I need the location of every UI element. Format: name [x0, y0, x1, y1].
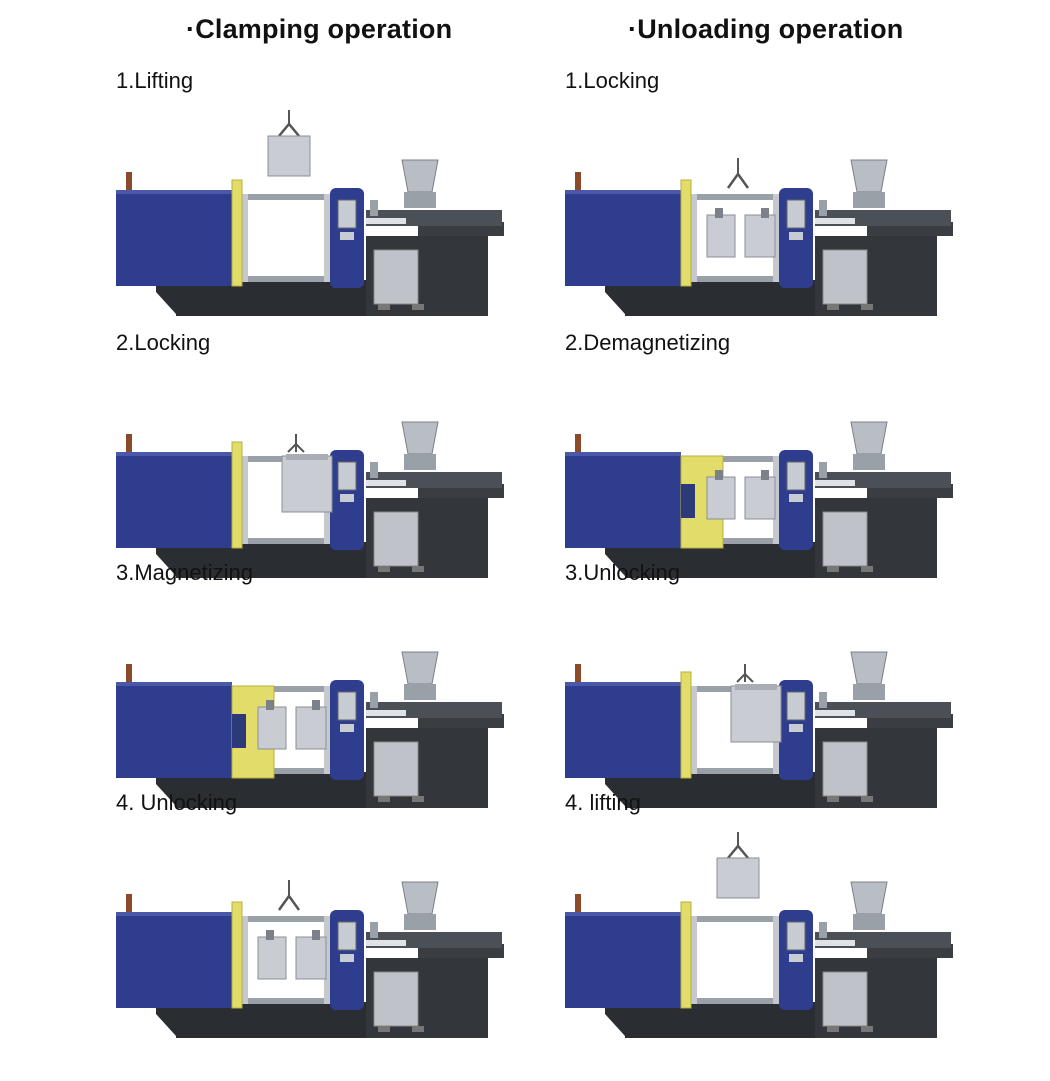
- clamping-step-2: 2.Locking: [116, 330, 516, 578]
- mold-halves: [706, 208, 776, 258]
- unloading-step-4: 4. lifting: [565, 790, 965, 1038]
- injection-machine-illustration: [116, 594, 516, 824]
- column-title-unloading: ·Unloading operation: [628, 14, 904, 44]
- mold-halves: [706, 470, 776, 520]
- unloading-step-3: 3.Unlocking: [565, 560, 965, 808]
- step-label: 4. Unlocking: [116, 790, 238, 815]
- clamping-step-1: 1.Lifting: [116, 68, 516, 316]
- step-label: 4. lifting: [565, 790, 641, 815]
- unloading-step-1: 1.Locking: [565, 68, 965, 316]
- injection-machine-illustration: [116, 102, 516, 332]
- injection-machine-illustration: [116, 824, 516, 1054]
- hook: [277, 880, 301, 911]
- hook: [726, 158, 750, 189]
- clamping-step-4: 4. Unlocking: [116, 790, 516, 1038]
- injection-machine-illustration: [116, 364, 516, 594]
- mold-hanging: [730, 664, 782, 743]
- step-label: 3.Unlocking: [565, 560, 680, 585]
- step-label: 1.Locking: [565, 68, 660, 93]
- unloading-step-2: 2.Demagnetizing: [565, 330, 965, 578]
- mold-lifted: [267, 110, 311, 177]
- step-label: 3.Magnetizing: [116, 560, 253, 585]
- mold-halves: [257, 700, 327, 750]
- injection-machine-illustration: [565, 594, 965, 824]
- step-label: 2.Locking: [116, 330, 211, 355]
- column-title-clamping: ·Clamping operation: [186, 14, 453, 44]
- step-label: 1.Lifting: [116, 68, 194, 93]
- clamping-step-3: 3.Magnetizing: [116, 560, 516, 808]
- mold-hanging: [281, 434, 333, 513]
- mold-halves: [257, 930, 327, 980]
- mold-lifted: [716, 832, 760, 899]
- injection-machine-illustration: [565, 824, 965, 1054]
- injection-machine-illustration: [565, 102, 965, 332]
- step-label: 2.Demagnetizing: [565, 330, 731, 355]
- injection-machine-illustration: [565, 364, 965, 594]
